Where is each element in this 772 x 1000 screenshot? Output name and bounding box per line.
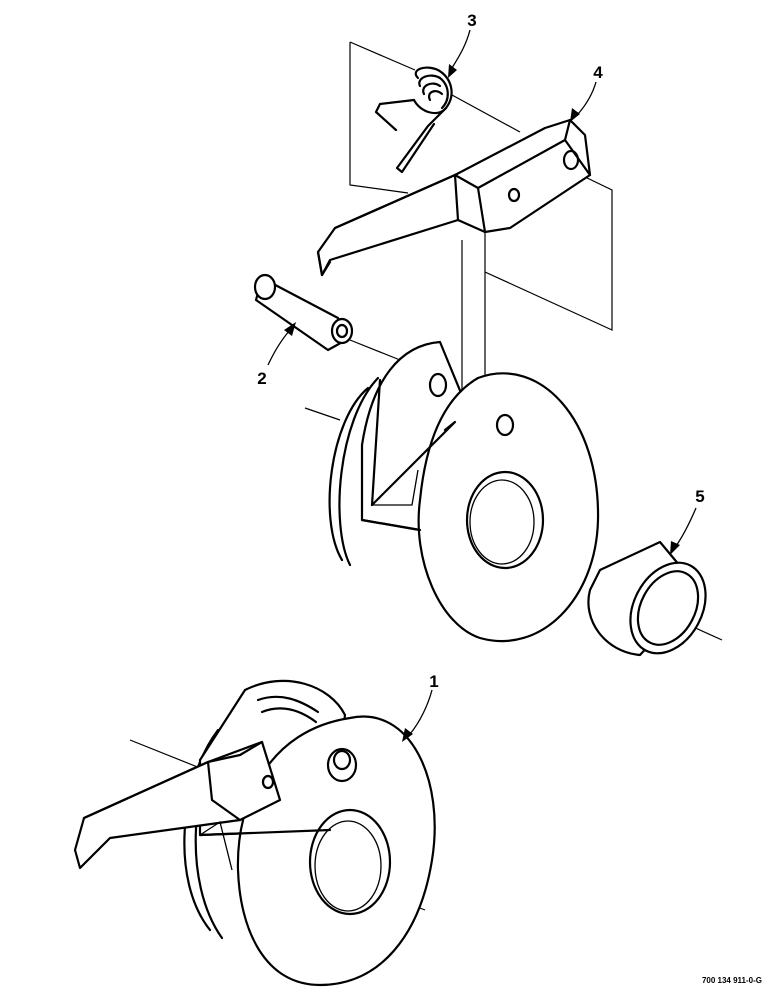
- callout-2: 2: [257, 369, 266, 388]
- latch-lever: [316, 118, 592, 277]
- arrow-2: [284, 322, 296, 336]
- cam-housing: [328, 340, 600, 643]
- callout-4: 4: [593, 63, 603, 82]
- torsion-spring: [374, 66, 453, 174]
- pivot-pin: [253, 273, 354, 352]
- callout-3: 3: [467, 11, 476, 30]
- leader-arrows: [267, 29, 697, 742]
- arrow-3: [448, 64, 457, 78]
- callout-1: 1: [429, 672, 438, 691]
- arrow-4: [570, 108, 580, 122]
- arrow-5: [670, 541, 680, 555]
- arrow-1: [402, 728, 413, 742]
- bushing: [587, 540, 707, 657]
- callout-5: 5: [695, 487, 704, 506]
- assembled-cam: [73, 679, 436, 987]
- drawing-number: 700 134 911-0-G: [702, 976, 762, 985]
